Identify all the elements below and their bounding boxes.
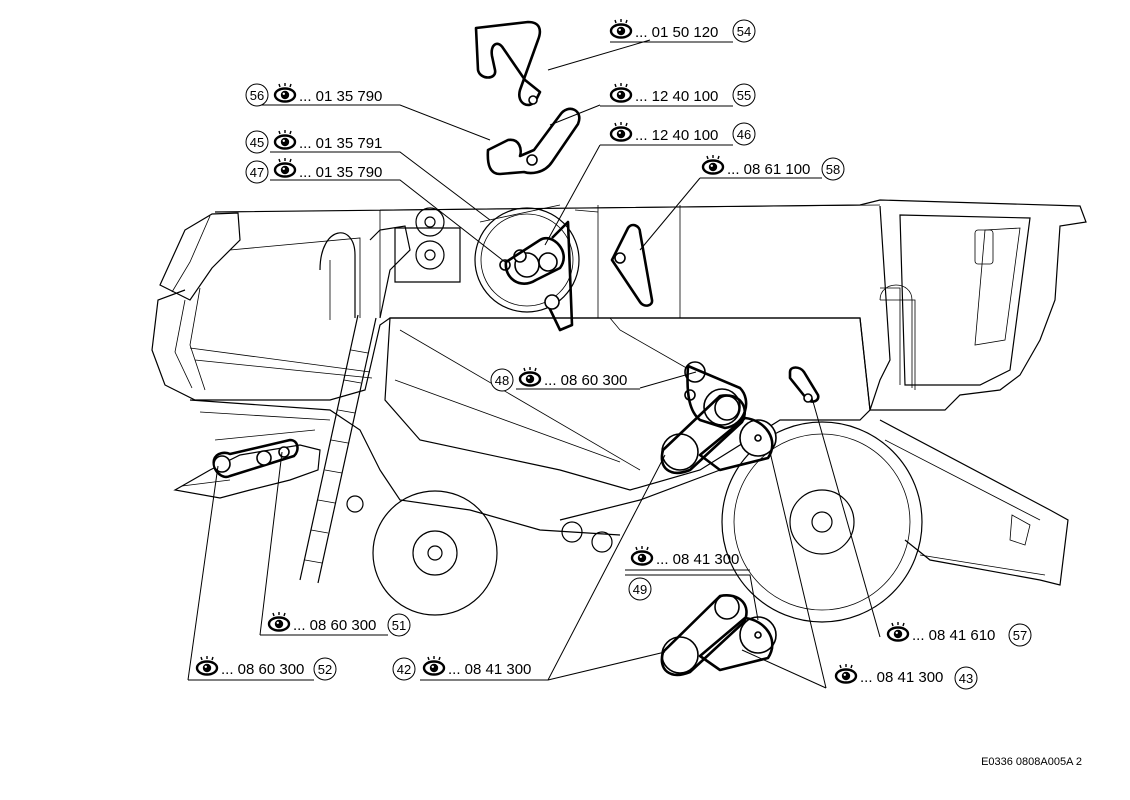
part-number-55: ... 12 40 100	[635, 88, 718, 105]
callout-number-57: 57	[1013, 628, 1027, 643]
part-number-57: ... 08 41 610	[912, 627, 995, 644]
leader-lines	[187, 39, 881, 689]
belt-57-detail	[788, 366, 820, 403]
callout-number-58: 58	[826, 162, 840, 177]
belt-55-56-detail	[486, 107, 581, 176]
part-number-58: ... 08 61 100	[727, 161, 810, 178]
callout-58: ... 08 61 100 58	[700, 153, 845, 181]
belt-54-detail	[474, 20, 542, 107]
callout-49: ... 08 41 300 49	[625, 544, 750, 601]
callout-55: ... 12 40 100 55	[600, 81, 756, 107]
callout-43: ... 08 41 300 43	[834, 662, 978, 690]
part-number-45: ... 01 35 791	[299, 135, 382, 152]
callout-number-47: 47	[250, 165, 264, 180]
part-number-42: ... 08 41 300	[448, 661, 531, 678]
callout-54: ... 01 50 120 54	[609, 17, 756, 43]
belt-48-detail	[684, 361, 748, 430]
belt-45-46-47-detail	[499, 220, 574, 332]
callout-number-51: 51	[392, 618, 406, 633]
part-number-52: ... 08 60 300	[221, 661, 304, 678]
callout-46: ... 12 40 100 46	[600, 120, 756, 146]
belt-42-43-49-main-detail	[660, 394, 777, 475]
callout-57: ... 08 41 610 57	[886, 620, 1032, 647]
part-number-49: ... 08 41 300	[656, 551, 739, 568]
part-number-51: ... 08 60 300	[293, 617, 376, 634]
callout-number-45: 45	[250, 135, 264, 150]
drawing-code: E0336 0808A005A 2	[981, 756, 1082, 768]
callout-number-55: 55	[737, 88, 751, 103]
belt-42-43-lower-detail	[660, 594, 777, 677]
callout-56: 56 ... 01 35 790	[245, 81, 382, 107]
belt-58-detail	[610, 223, 654, 307]
callout-51: ... 08 60 300 51	[267, 610, 411, 637]
callout-48: 48 ... 08 60 300	[490, 365, 640, 392]
callout-number-46: 46	[737, 127, 751, 142]
part-number-47: ... 01 35 790	[299, 164, 382, 181]
callout-number-42: 42	[397, 662, 411, 677]
callout-number-43: 43	[959, 671, 973, 686]
part-number-48: ... 08 60 300	[544, 372, 627, 389]
callout-number-48: 48	[495, 373, 509, 388]
callout-number-56: 56	[250, 88, 264, 103]
callout-47: 47 ... 01 35 790	[245, 156, 382, 184]
belt-51-52-detail	[212, 438, 299, 479]
combine-harvester-outline	[151, 199, 1087, 623]
part-number-56: ... 01 35 790	[299, 88, 382, 105]
part-number-43: ... 08 41 300	[860, 669, 943, 686]
callout-52: ... 08 60 300 52	[195, 654, 337, 681]
part-number-46: ... 12 40 100	[635, 127, 718, 144]
callout-number-52: 52	[318, 662, 332, 677]
callout-42: 42 ... 08 41 300	[392, 654, 531, 681]
part-number-54: ... 01 50 120	[635, 24, 718, 41]
callout-number-54: 54	[737, 24, 751, 39]
callout-number-49: 49	[633, 582, 647, 597]
callout-45: 45 ... 01 35 791	[245, 128, 382, 154]
